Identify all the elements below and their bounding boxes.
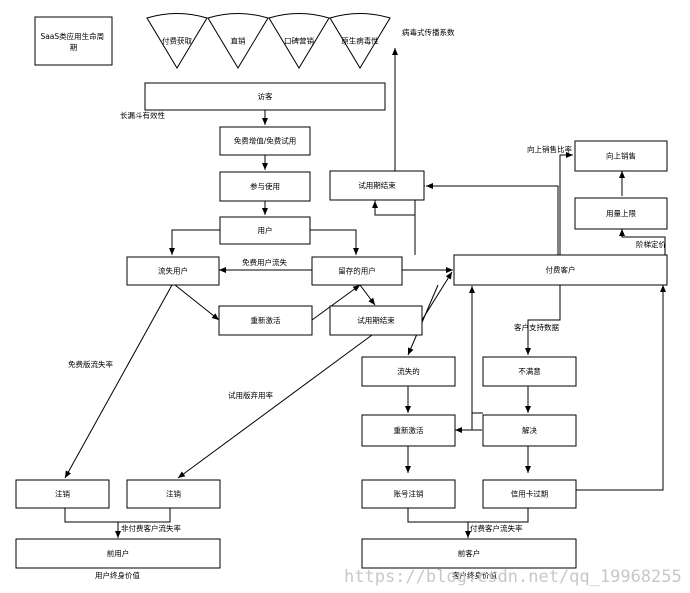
label-customer-lifetime-value: 客户终身价值 <box>452 570 497 580</box>
node-usage-cap: 用量上限 <box>574 197 668 230</box>
label-viral-coefficient: 病毒式传播系数 <box>402 27 455 37</box>
node-cancel-trial-label: 注销 <box>166 489 181 499</box>
node-reactivate-free-label: 重新激活 <box>251 315 281 325</box>
edge-reactivatepaid-paying <box>455 286 475 431</box>
node-upsell-label: 向上销售 <box>606 151 636 161</box>
node-cancel-trial: 注销 <box>126 479 221 509</box>
edge-trialend-paying <box>421 271 453 321</box>
diagram-title-line1: SaaS类应用生命周 <box>40 31 104 41</box>
node-former-user-label: 前用户 <box>107 548 130 558</box>
label-trial-abandon-rate: 试用版弃用率 <box>228 390 273 400</box>
diagram-title-line2: 期 <box>70 43 78 52</box>
node-usage-cap-label: 用量上限 <box>606 209 636 218</box>
node-engage-label: 参与使用 <box>250 181 280 191</box>
edge-paying-upsell <box>559 152 573 255</box>
channel-wedge-viral: 原生病毒性 <box>329 13 391 69</box>
label-tiered-pricing: 阶梯定价 <box>636 239 666 249</box>
edge-user-churned <box>169 229 220 255</box>
edge-paying-churnedpaid <box>407 284 439 356</box>
node-paying-customer-label: 付费客户 <box>546 265 576 275</box>
channel-wedge-paid: 付费获取 <box>146 13 208 69</box>
edge-cardexp-formercust <box>465 508 529 538</box>
edges <box>64 48 666 538</box>
edge-cardexp-paying <box>576 285 666 491</box>
node-dissatisfied-label: 不满意 <box>518 366 541 376</box>
edge-accountcancel-formercust <box>407 508 468 523</box>
node-churned-paid: 流失的 <box>361 356 456 387</box>
node-retained-user: 留存的用户 <box>311 256 403 286</box>
label-nonpaying-churn-rate: 非付费客户流失率 <box>121 523 181 533</box>
label-customer-support-data: 客户支持数据 <box>514 322 559 332</box>
node-trial-end-top: 试用期结束 <box>329 170 425 201</box>
title-box: SaaS类应用生命周 期 <box>34 16 113 66</box>
node-churned-user-label: 流失用户 <box>158 266 188 276</box>
watermark: https://blog.csdn.net/qq_19968255 <box>344 567 682 587</box>
node-visitor: 访客 <box>144 82 386 111</box>
node-engage: 参与使用 <box>219 171 311 202</box>
node-resolve-label: 解决 <box>522 425 537 435</box>
label-free-user-churn: 免费用户流失 <box>242 257 287 267</box>
node-user: 用户 <box>219 216 311 245</box>
channel-label-viral: 原生病毒性 <box>341 36 379 46</box>
edge-paying-usagecap <box>619 229 666 255</box>
node-upsell: 向上销售 <box>574 140 668 172</box>
node-card-expired-label: 信用卡过期 <box>511 489 549 499</box>
node-freemium-label: 免费增值/免费试用 <box>234 136 297 146</box>
node-cancel-free-label: 注销 <box>55 489 70 499</box>
node-user-label: 用户 <box>258 225 273 235</box>
diagram-title: SaaS类应用生命周 期 <box>40 31 106 52</box>
edge-churned-reactivate <box>174 284 220 321</box>
channel-label-paid: 付费获取 <box>162 36 192 46</box>
node-former-customer-label: 前客户 <box>458 548 481 558</box>
label-user-lifetime-value: 用户终身价值 <box>95 570 140 580</box>
channel-wedge-direct: 直销 <box>207 13 269 69</box>
edge-paying-dissatisfied <box>525 285 561 355</box>
label-funnel-effectiveness: 长漏斗有效性 <box>120 110 165 120</box>
channel-label-wom: 口碑营销 <box>284 36 314 46</box>
edge-churned-cancelfree <box>64 284 173 479</box>
node-trial-end-mid-label: 试用期结束 <box>357 315 395 325</box>
node-trial-end-top-label: 试用期结束 <box>358 180 396 190</box>
edge-paying-trialtop <box>426 183 559 255</box>
node-former-user: 前用户 <box>15 538 221 569</box>
edge-cancelfree-former <box>64 508 118 523</box>
edge-retained-trialend <box>359 284 376 306</box>
label-paying-churn-rate: 付费客户流失率 <box>470 523 523 533</box>
node-former-customer: 前客户 <box>361 538 577 569</box>
node-freemium: 免费增值/免费试用 <box>219 126 311 156</box>
edge-trial-canceltrial <box>177 334 373 479</box>
edge-trialtop-back <box>372 201 415 216</box>
node-visitor-label: 访客 <box>258 91 273 101</box>
edge-user-retained <box>310 229 359 255</box>
node-churned-user: 流失用户 <box>126 256 220 286</box>
node-reactivate-free: 重新激活 <box>218 305 313 336</box>
node-retained-user-label: 留存的用户 <box>338 266 376 276</box>
edge-canceltrial-former <box>115 508 171 538</box>
channel-label-direct: 直销 <box>231 36 246 46</box>
node-cancel-free: 注销 <box>15 479 110 509</box>
label-free-version-churn-rate: 免费版流失率 <box>68 359 113 369</box>
node-account-cancel: 账号注销 <box>361 479 456 509</box>
edge-reactivate-retained <box>311 284 361 321</box>
node-paying-customer: 付费客户 <box>453 254 668 286</box>
node-resolve: 解决 <box>482 414 577 447</box>
node-card-expired: 信用卡过期 <box>482 479 577 509</box>
node-dissatisfied: 不满意 <box>482 356 577 387</box>
label-upsell-ratio: 向上销售比率 <box>527 144 572 154</box>
channel-wedge-wom: 口碑营销 <box>268 13 330 69</box>
node-churned-paid-label: 流失的 <box>397 366 420 376</box>
node-account-cancel-label: 账号注销 <box>394 489 424 499</box>
node-trial-end-mid: 试用期结束 <box>329 305 423 336</box>
node-reactivate-paid: 重新激活 <box>361 414 456 447</box>
node-reactivate-paid-label: 重新激活 <box>394 425 424 435</box>
